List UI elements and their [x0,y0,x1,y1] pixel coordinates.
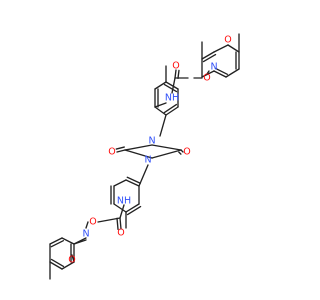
bond-line [49,261,63,270]
bond-line [97,217,121,223]
atom-label-o-bottom-ketone: O [68,255,75,266]
bond-line [73,239,87,245]
bond-line [85,221,89,229]
bond-line [124,149,153,159]
bond-line [151,144,182,151]
bond-line [151,149,182,159]
bond-line [201,70,215,78]
double-bond-line [202,53,217,63]
bond-line [119,217,122,230]
bond-line [113,203,127,213]
atom-label-nh-bottom: NH [117,196,131,207]
bond-line [171,77,176,94]
bond-line [125,203,140,213]
double-bond-line [163,103,178,114]
bond-line [206,70,210,75]
atom-label-o-top-ketone: O [224,35,231,46]
double-bond-line [116,217,119,230]
double-bond-line [163,83,178,93]
double-bond-line [50,258,65,268]
bond-line [165,81,179,90]
bond-line [124,144,153,151]
atom-label-o-bottom-ester: O [89,217,96,228]
atom-labels: O O O N NH N O O N NH O O N O [68,35,231,266]
atom-label-o-top-carbonyl: O [172,61,179,72]
atom-label-n-ring-bottom: N [144,155,151,166]
bond-line [154,81,167,90]
bond-line [61,261,75,270]
bond-line [213,70,227,78]
bond-line [227,44,240,53]
bond-line [225,68,240,78]
bond-line [154,102,167,108]
double-bond-line [115,146,125,150]
atom-label-nh-top: NH [165,93,179,104]
bond-line [71,254,75,263]
atom-label-n-ring-top: N [148,136,155,147]
bond-line [165,106,179,116]
atom-label-n-bottom-oxime: N [82,229,89,240]
atom-label-o-ring-left: O [108,147,115,158]
double-bond-line [214,67,229,75]
bond-line [113,179,127,187]
bond-line [201,51,215,60]
bond-line [49,237,63,245]
bond-line [125,179,140,187]
double-bond-line [50,240,65,248]
atom-label-o-top-ester: O [203,73,210,84]
bond-line [116,149,126,153]
bond-line [119,204,125,219]
double-bond-line [126,176,141,184]
bond-line [61,237,75,245]
atom-label-n-top-oxime: N [210,62,217,73]
double-bond-line [126,205,142,216]
bond-lines [49,33,240,280]
bond-line [159,114,167,137]
bond-line [180,149,184,153]
double-bond-line [177,69,180,80]
bond-line [213,44,229,53]
bond-line [174,69,177,79]
bond-line [154,106,167,116]
double-bond-line [178,151,182,155]
atom-label-o-bottom-carbonyl: O [117,228,124,239]
molecule-diagram: O O O N NH N O O N NH O O N O [49,33,240,280]
atom-label-o-ring-right: O [183,147,190,158]
bond-line [138,164,149,187]
